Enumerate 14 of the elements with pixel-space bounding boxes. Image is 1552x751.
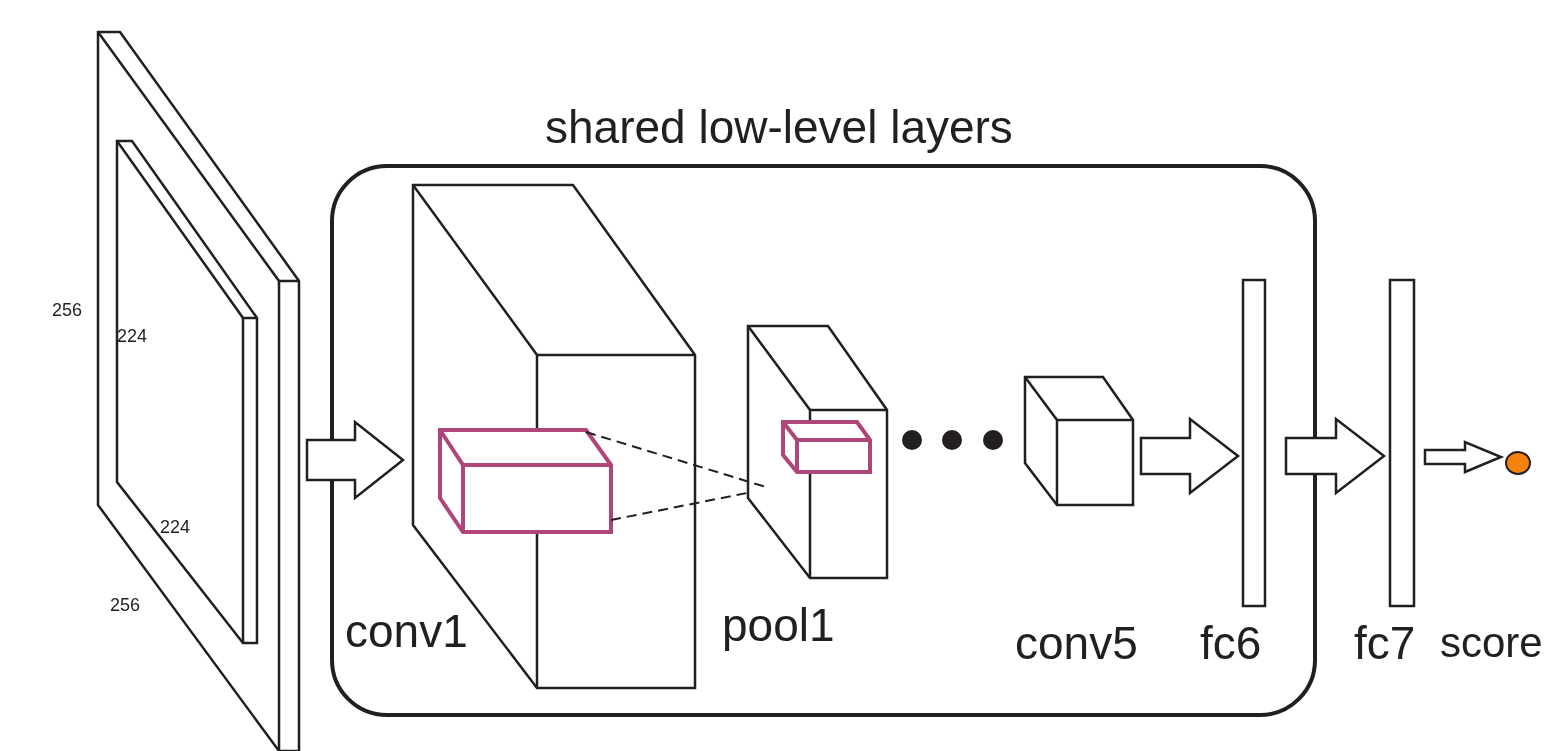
block-arrow <box>1423 440 1505 474</box>
block-arrow <box>1139 416 1241 496</box>
layer-label: fc7 <box>1354 620 1416 666</box>
layer-label: fc6 <box>1200 620 1262 666</box>
dimension-label: 224 <box>160 518 191 536</box>
dashed-line <box>585 431 767 488</box>
block-arrow <box>305 419 405 501</box>
dimension-label: 224 <box>117 327 148 345</box>
output-label: score <box>1440 622 1543 664</box>
dimension-label: 256 <box>52 301 83 319</box>
layer-label: conv1 <box>345 608 468 654</box>
layer-label: conv5 <box>1015 620 1138 666</box>
block-arrow <box>1284 416 1387 496</box>
dimension-label: 256 <box>110 596 141 614</box>
